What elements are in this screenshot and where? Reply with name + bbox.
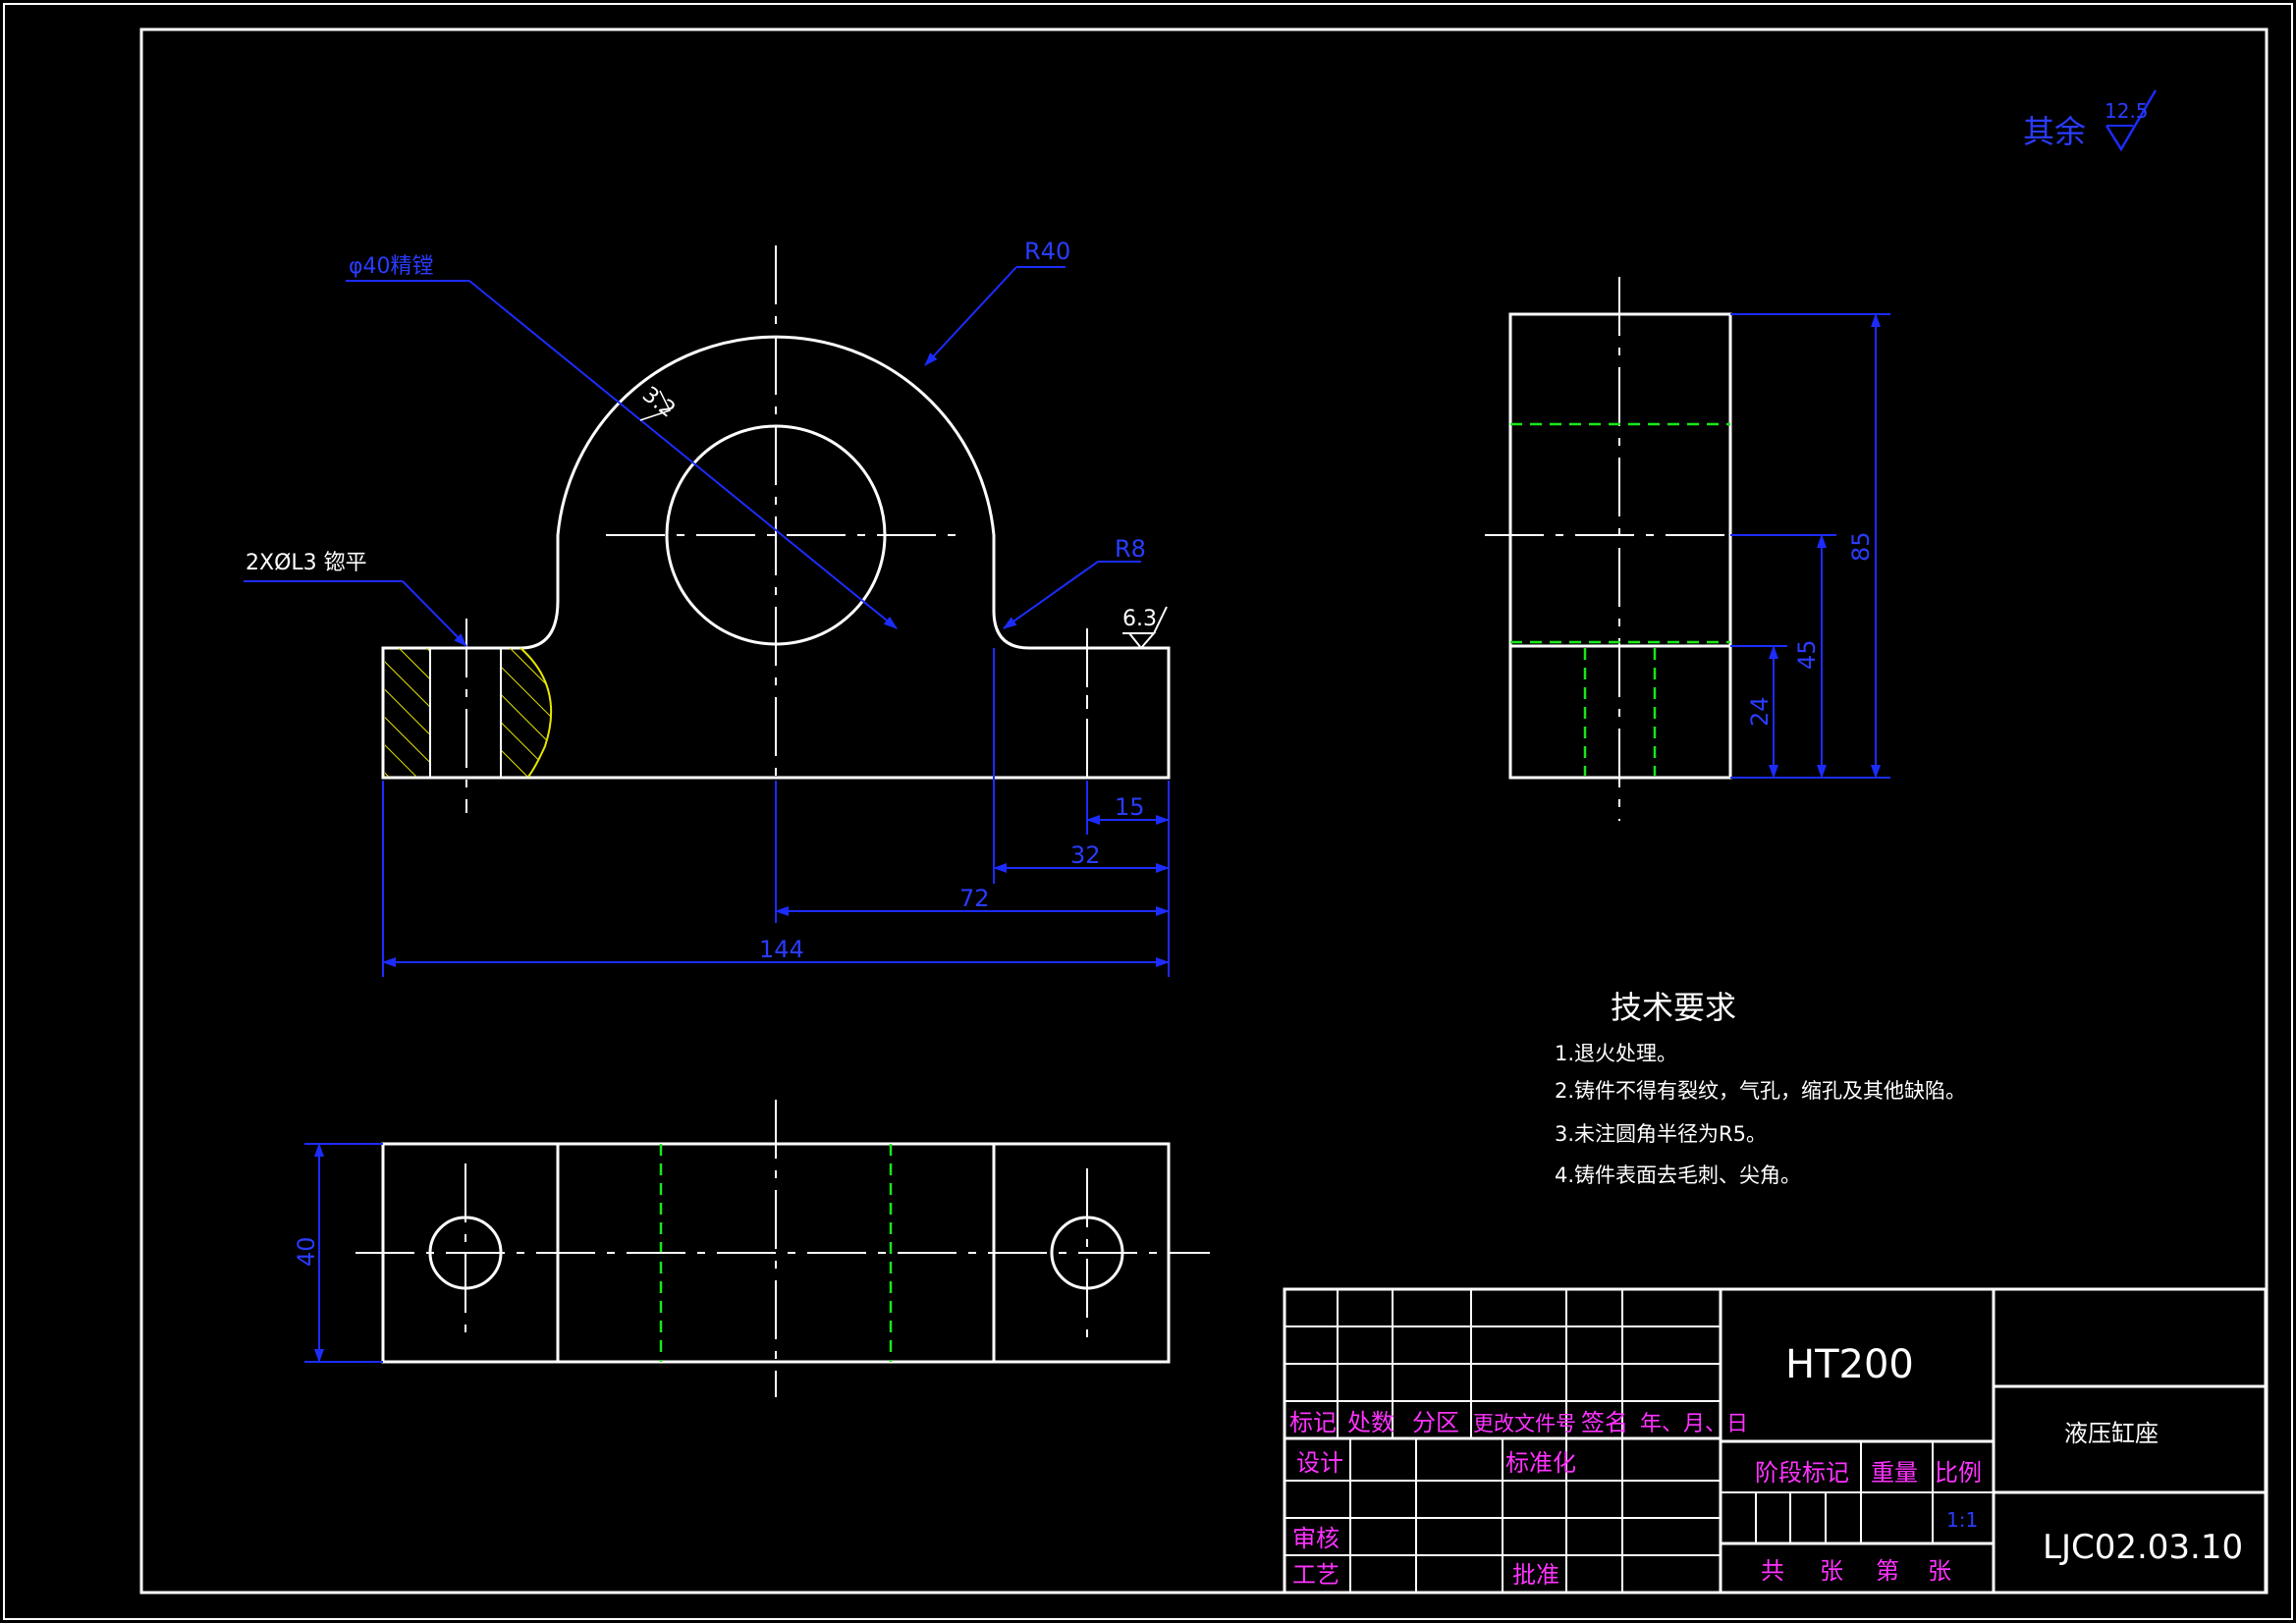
tech-req-item-3: 3.未注圆角半径为R5。	[1555, 1122, 1767, 1146]
front-outline	[381, 335, 1171, 780]
bore-roughness: 3.2	[637, 382, 680, 422]
general-roughness-note: 其余 12.5	[2023, 89, 2158, 152]
roughness-note-label: 其余	[2023, 113, 2086, 150]
inner-border	[139, 27, 2269, 1595]
tb-sign: 签名	[1581, 1409, 1628, 1436]
top-dimensions: 40	[293, 1143, 383, 1363]
front-dimensions: 15 32 72 144	[382, 648, 1170, 977]
tb-design: 设计	[1296, 1449, 1343, 1477]
tb-standard: 标准化	[1505, 1449, 1576, 1477]
dim-15: 15	[1115, 793, 1145, 821]
tb-zone: 分区	[1412, 1409, 1459, 1436]
tb-date: 年、月、日	[1640, 1412, 1748, 1436]
title-block: 标记 处数 分区 更改文件号 签名 年、月、日 设计 标准化 审核 工艺 批准 …	[1283, 1287, 2268, 1595]
dim-85: 85	[1847, 531, 1875, 562]
tech-req-item-4: 4.铸件表面去毛刺、尖角。	[1555, 1163, 1801, 1187]
technical-requirements: 技术要求 1.退火处理。 2.铸件不得有裂纹，气孔，缩孔及其他缺陷。 3.未注圆…	[1555, 989, 1966, 1187]
dim-24: 24	[1746, 696, 1774, 727]
tb-scale: 比例	[1935, 1459, 1982, 1487]
tb-count: 处数	[1347, 1409, 1394, 1436]
bore-roughness-icon	[639, 390, 672, 421]
tb-process: 工艺	[1292, 1561, 1339, 1589]
tb-weight: 重量	[1871, 1459, 1918, 1487]
tb-sheet: 张	[1928, 1557, 1951, 1585]
dim-45: 45	[1793, 639, 1821, 670]
bore-label: φ40精镗	[349, 254, 434, 279]
roughness-symbol-icon	[2105, 89, 2158, 152]
tb-approve: 批准	[1512, 1561, 1559, 1589]
tb-stage: 阶段标记	[1755, 1459, 1849, 1487]
tb-mark: 标记	[1289, 1409, 1337, 1436]
side-view: 85 45 24	[1485, 277, 1890, 821]
hole-label: 2XØL3 锪平	[246, 551, 367, 575]
tb-material: HT200	[1785, 1342, 1914, 1387]
roughness-note-value: 12.5	[2105, 99, 2149, 123]
front-view: φ40精镗 3.2 R40 2XØL3 锪平 R8 6.3 15 32	[244, 238, 1171, 977]
tb-sheets: 张	[1820, 1557, 1843, 1585]
dim-32: 32	[1070, 841, 1101, 869]
dim-144: 144	[759, 936, 804, 963]
side-dimensions: 85 45 24	[1730, 313, 1890, 779]
tb-scale-value: 1:1	[1946, 1508, 1978, 1532]
hatch-left	[385, 648, 430, 777]
tb-drawing-no: LJC02.03.10	[2043, 1528, 2243, 1567]
tb-review: 审核	[1292, 1525, 1339, 1552]
tb-doc-no: 更改文件号	[1473, 1412, 1576, 1435]
top-view: 40	[293, 1100, 1210, 1397]
tb-part-name: 液压缸座	[2064, 1420, 2159, 1447]
hatch-right	[501, 648, 552, 777]
dim-72: 72	[959, 885, 990, 912]
tech-req-title: 技术要求	[1611, 989, 1736, 1026]
tech-req-item-2: 2.铸件不得有裂纹，气孔，缩孔及其他缺陷。	[1555, 1079, 1966, 1103]
tb-page: 第	[1876, 1557, 1899, 1585]
dim-40: 40	[293, 1236, 320, 1267]
tech-req-item-1: 1.退火处理。	[1555, 1042, 1677, 1065]
outer-border	[3, 3, 2293, 1620]
arc-radius-label: R40	[1024, 238, 1070, 265]
tb-total: 共	[1761, 1557, 1784, 1585]
face-roughness: 6.3	[1122, 607, 1157, 631]
fillet-radius-label: R8	[1115, 535, 1146, 563]
